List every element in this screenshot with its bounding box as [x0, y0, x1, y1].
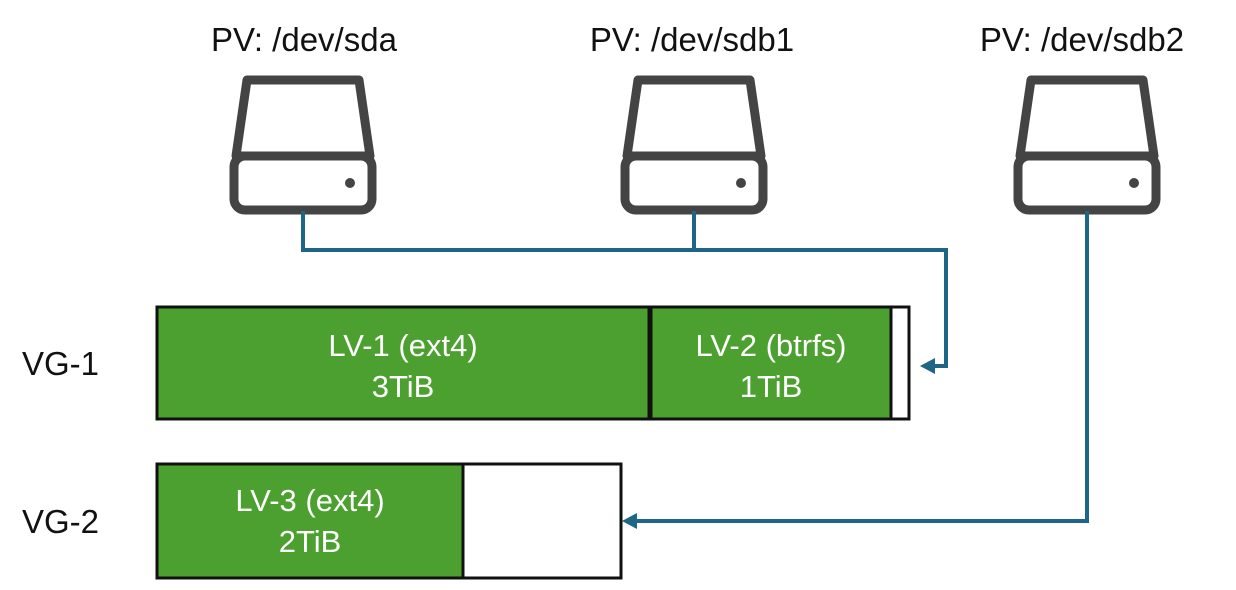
- connector-sdb1-to-vg1: [692, 211, 948, 368]
- lv1-block: [155, 305, 651, 421]
- vg-label-vg2: VG-2: [22, 503, 99, 540]
- lv3-size: 2TiB: [279, 524, 342, 559]
- lv1-size: 3TiB: [372, 369, 435, 404]
- connector-sda-to-vg1: [301, 211, 694, 252]
- pv-label-sdb2: PV: /dev/sdb2: [980, 21, 1184, 58]
- lv3-block: [155, 462, 465, 580]
- lv2-size: 1TiB: [740, 369, 803, 404]
- pv-label-sda: PV: /dev/sda: [211, 21, 398, 58]
- pv-label-sdb1: PV: /dev/sdb1: [590, 21, 794, 58]
- lv2-name: LV-2 (btrfs): [695, 328, 846, 363]
- connector-sdb2-to-vg2: [637, 211, 1089, 523]
- lv3-name: LV-3 (ext4): [235, 483, 384, 518]
- vg-label-vg1: VG-1: [22, 345, 99, 382]
- hard-drive-icon: [234, 80, 372, 210]
- hard-drive-icon: [1018, 80, 1156, 210]
- arrowhead-vg1: [920, 358, 935, 374]
- hard-drive-icon: [625, 80, 763, 210]
- lv1-name: LV-1 (ext4): [328, 328, 477, 363]
- lv2-block: [649, 305, 893, 421]
- arrowhead-vg2: [622, 513, 637, 529]
